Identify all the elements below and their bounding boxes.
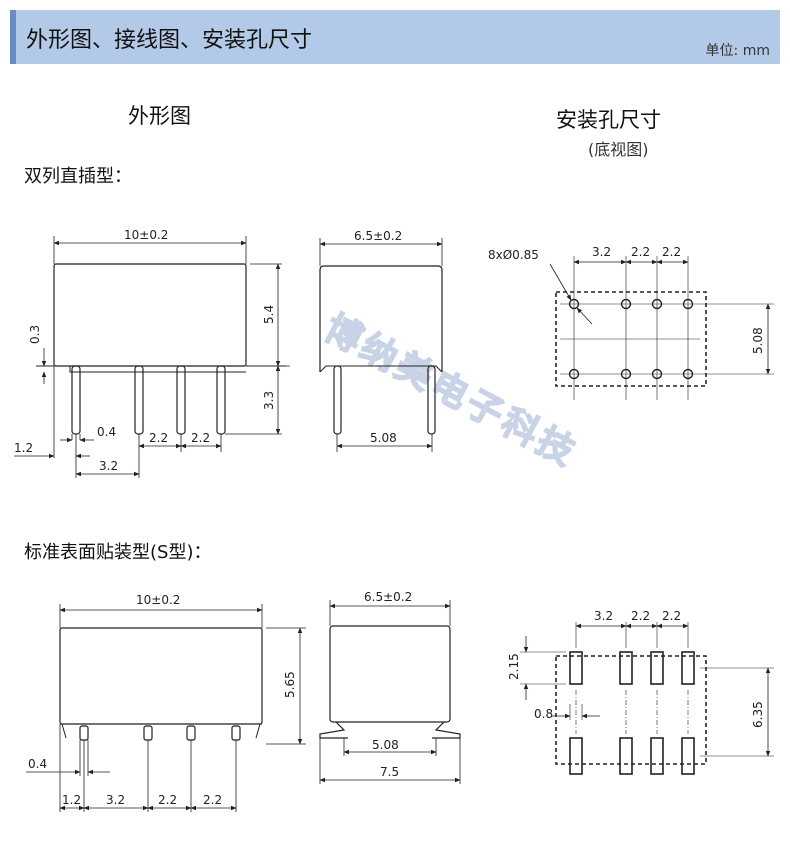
smd-edge-label: 1.2	[62, 793, 81, 807]
dip-pin-width-label: 0.4	[97, 425, 116, 439]
dip-front-view	[14, 236, 290, 478]
dip-height-label: 5.4	[262, 305, 276, 324]
dip-pin	[216, 365, 226, 435]
page-header: 外形图、接线图、安装孔尺寸 单位: mm	[10, 10, 780, 64]
dip-first-pitch-label: 3.2	[99, 459, 118, 473]
dip-hole-p3-label: 2.2	[662, 245, 681, 259]
outline-title: 外形图	[128, 104, 191, 128]
smd-pad	[619, 737, 633, 775]
watermark-text: 博纳美电子科技	[318, 308, 584, 476]
smd-side-terminal	[432, 721, 461, 739]
smd-pad	[681, 737, 695, 775]
dip-front-body	[53, 263, 247, 367]
smd-pad-length-label: 2.15	[507, 653, 521, 680]
smd-pad-pattern	[520, 622, 774, 775]
smd-pad	[619, 651, 633, 685]
dip-hole-pattern	[549, 256, 774, 400]
dip-hole-spec-label: 8xØ0.85	[488, 248, 539, 262]
smd-width-label: 10±0.2	[136, 593, 180, 607]
dip-side-pin	[333, 365, 342, 435]
smd-side-outer-label: 7.5	[380, 765, 399, 779]
dip-edge-label: 1.2	[14, 441, 33, 455]
smd-pad-p2-label: 2.2	[631, 609, 650, 623]
smd-p1-label: 3.2	[106, 793, 125, 807]
smd-front-view	[26, 604, 306, 812]
smd-side-body	[329, 625, 451, 723]
dip-side-pin	[427, 365, 436, 435]
dip-hole-p1-label: 3.2	[592, 245, 611, 259]
smd-pin	[143, 725, 153, 741]
dip-pin	[176, 365, 186, 435]
dip-side-width-label: 6.5±0.2	[354, 229, 402, 243]
smd-outline-dashed	[555, 655, 707, 765]
dip-side-body	[319, 265, 443, 372]
smd-side-terminal	[319, 721, 348, 739]
dip-pin	[71, 365, 81, 435]
smd-pad	[569, 651, 583, 685]
page-title: 外形图、接线图、安装孔尺寸	[26, 28, 313, 53]
mounting-title: 安装孔尺寸	[556, 108, 661, 132]
dip-standoff-label: 0.3	[28, 325, 42, 344]
smd-pad	[681, 651, 695, 685]
unit-label: 单位: mm	[705, 43, 770, 59]
smd-front-body	[59, 627, 263, 725]
smd-pad	[650, 737, 664, 775]
dip-hole-row-label: 5.08	[751, 327, 765, 354]
dip-outline-dashed	[555, 291, 707, 387]
dip-pin-length-label: 3.3	[262, 391, 276, 410]
smd-pad-p1-label: 3.2	[594, 609, 613, 623]
dip-side-view	[319, 238, 443, 452]
smd-pin	[79, 725, 89, 741]
dip-hole-p2-label: 2.2	[631, 245, 650, 259]
smd-pad-width-label: 0.8	[534, 707, 553, 721]
smd-pad-row-label: 6.35	[751, 701, 765, 728]
smd-height-label: 5.65	[283, 671, 297, 698]
dip-row-label: 双列直插型：	[24, 166, 132, 187]
smd-pin	[186, 725, 196, 741]
smd-pad	[569, 737, 583, 775]
smd-pad-p3-label: 2.2	[662, 609, 681, 623]
dip-pin	[134, 365, 144, 435]
dip-pitch-b-label: 2.2	[191, 431, 210, 445]
smd-side-inner-label: 5.08	[372, 738, 399, 752]
smd-pad	[650, 651, 664, 685]
smd-row-label: 标准表面贴装型(S型)：	[24, 542, 212, 563]
dip-front-standoff	[69, 366, 246, 373]
smd-side-view	[319, 600, 461, 784]
mounting-subtitle: (底视图)	[588, 140, 649, 159]
smd-side-width-label: 6.5±0.2	[364, 590, 412, 604]
dip-side-spacing-label: 5.08	[370, 431, 397, 445]
smd-p2-label: 2.2	[158, 793, 177, 807]
smd-p3-label: 2.2	[203, 793, 222, 807]
smd-pin-width-label: 0.4	[28, 757, 47, 771]
dip-pitch-a-label: 2.2	[149, 431, 168, 445]
dip-width-label: 10±0.2	[124, 228, 168, 242]
smd-pin	[231, 725, 241, 741]
